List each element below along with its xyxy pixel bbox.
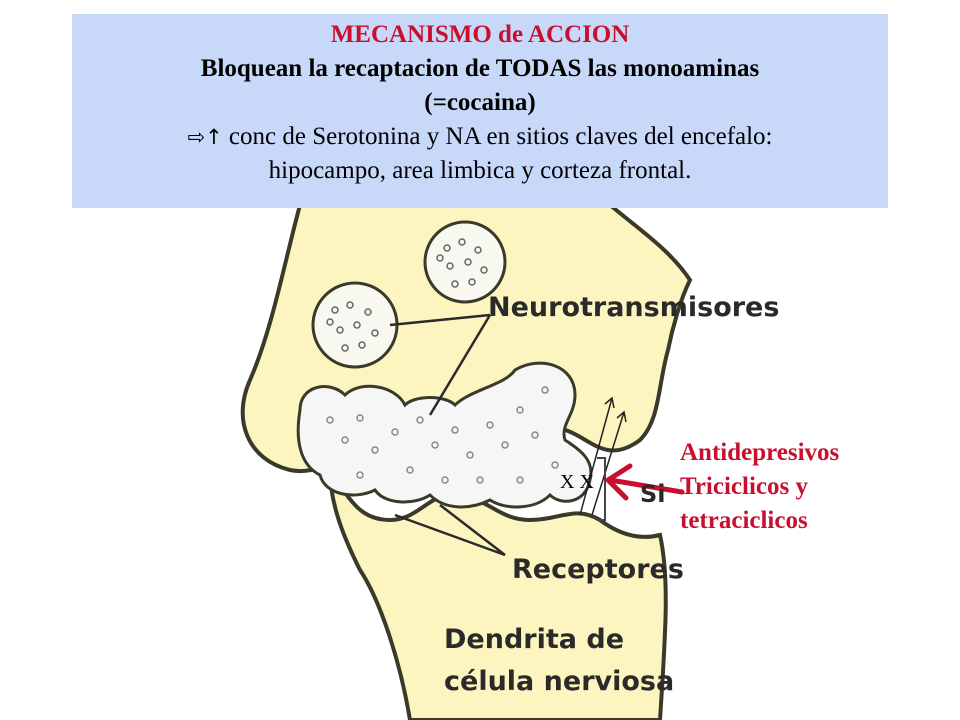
block-marks: X X xyxy=(560,471,594,493)
vesicle-left xyxy=(311,281,399,369)
label-dendrita-1: Dendrita de xyxy=(444,624,624,655)
drug-line-2: Triciclicos y xyxy=(680,473,808,500)
header-body-1: ⇨↑ conc de Serotonina y NA en sitios cla… xyxy=(72,120,888,154)
label-neurotransmisores: Neurotransmisores xyxy=(488,292,779,323)
header-subtitle-1: Bloquean la recaptacion de TODAS las mon… xyxy=(200,55,760,82)
header-title: MECANISMO de ACCION xyxy=(330,21,630,48)
drug-class-label: Antidepresivos Triciclicos y tetraciclic… xyxy=(680,436,839,538)
label-dendrita-2: célula nerviosa xyxy=(444,666,674,697)
label-receptores: Receptores xyxy=(512,554,684,585)
synaptic-cleft xyxy=(296,361,593,509)
drug-line-3: tetraciclicos xyxy=(680,507,808,534)
cleft-molecules xyxy=(326,386,559,484)
header-body-1-text: conc de Serotonina y NA en sitios claves… xyxy=(222,123,773,150)
inhibition-arrow xyxy=(604,463,685,501)
header-subtitle-2: (=cocaina) xyxy=(424,89,536,116)
label-partial-si: Si xyxy=(640,480,666,508)
leader-lines xyxy=(389,313,506,557)
postsynaptic-dendrite xyxy=(327,463,668,720)
increase-arrow-icon: ⇨↑ xyxy=(187,125,223,149)
vesicle-right xyxy=(423,220,507,304)
transporter-lines xyxy=(579,396,627,516)
drug-line-1: Antidepresivos xyxy=(680,439,840,466)
header-body-2: hipocampo, area limbica y corteza fronta… xyxy=(268,157,692,184)
cleft-bracket xyxy=(597,457,606,521)
mechanism-header: MECANISMO de ACCION Bloquean la recaptac… xyxy=(72,14,888,208)
